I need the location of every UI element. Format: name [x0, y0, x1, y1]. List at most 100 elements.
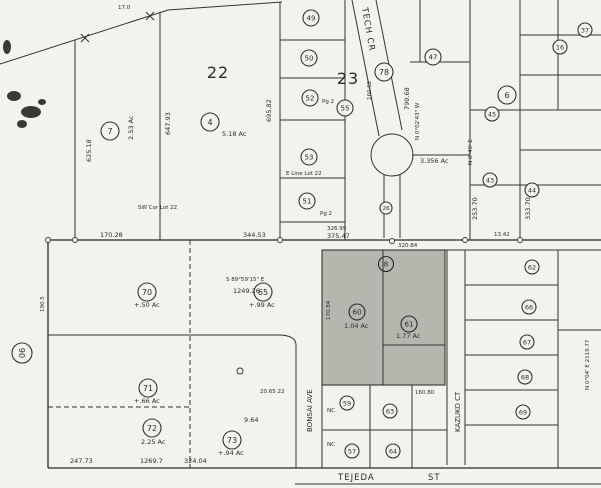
parcel-44-number: 44: [528, 186, 536, 194]
bearing-n004e: N 0°04' E 2119.77: [585, 339, 591, 390]
dim-695-82: 695.82: [265, 99, 273, 122]
parcel-47-number: 47: [429, 54, 438, 62]
dim-375-47: 375.47: [327, 232, 350, 240]
parcel-62-marker: 62: [524, 259, 540, 275]
parcel-60-number: 60: [353, 309, 362, 317]
parcel-16-marker: 16: [552, 39, 568, 55]
parcel-69-number: 69: [519, 408, 527, 416]
section-number-23: 23: [337, 69, 359, 88]
parcel-72-number: 72: [147, 424, 157, 433]
dim-333-70: 333.70: [524, 197, 532, 220]
parcel-65-marker: 65: [253, 282, 273, 302]
dim-190-5: 190.5: [40, 296, 46, 312]
parcel-55-marker: 55: [336, 99, 354, 117]
parcel-8-marker: 8: [377, 255, 395, 273]
south-lot-lines: [321, 385, 447, 468]
parcel-73-number: 73: [227, 436, 237, 445]
acreage-lot72: 2.25 Ac: [141, 438, 166, 446]
parcel-26-marker: 26: [379, 201, 393, 215]
parcel-63-marker: 63: [382, 403, 398, 419]
parcel-66-number: 66: [525, 303, 533, 311]
note-nc-lower: NC: [327, 442, 335, 448]
acreage-lot60: 1.04 Ac: [344, 322, 369, 330]
parcel-71-marker: 71: [138, 378, 158, 398]
parcel-49-number: 49: [307, 15, 316, 23]
parcel-37-number: 37: [581, 26, 589, 34]
note-pg2-upper: Pg 2: [322, 99, 334, 105]
dim-326-99: 326.99: [327, 226, 347, 232]
parcel-71-number: 71: [143, 384, 153, 393]
dim-253-70: 253.70: [471, 197, 479, 220]
acreage-lot70: +.50 Ac: [134, 301, 160, 309]
bearing-labels: S 89°59'15" E N 0°02'43" W N 0°45' E N 0…: [226, 102, 591, 390]
parcel-50-number: 50: [305, 55, 314, 63]
note-pg2-lower: Pg 2: [320, 211, 332, 217]
dimension-labels: 625.18 647.93 695.82 160.62 790.68 253.7…: [40, 5, 532, 465]
parcel-78-marker: 78: [374, 62, 394, 82]
dim-320-84: 320.84: [398, 243, 418, 249]
dim-170-28: 170.28: [100, 231, 123, 239]
note-labels: SW Cor Lot 22 E Line Lot 22 Pg 2 Pg 2 NC…: [138, 99, 335, 448]
street-label-kazuko-ct: KAZUKO CT: [454, 391, 462, 432]
dim-247-73: 247.73: [70, 457, 93, 465]
parcel-markers: 7 4 90 49 50 52 55 53 51 78 47 26 37 16 …: [11, 9, 593, 459]
dim-625-18: 625.18: [85, 139, 93, 162]
acreage-lot73: +.94 Ac: [218, 449, 244, 457]
parcel-37-marker: 37: [577, 22, 593, 38]
parcel-65-number: 65: [258, 288, 268, 297]
parcel-66-marker: 66: [521, 299, 537, 315]
parcel-52-number: 52: [306, 95, 315, 103]
parcel-7-number: 7: [107, 127, 112, 136]
parcel-57-marker: 57: [344, 443, 360, 459]
note-e-line-lot22: E Line Lot 22: [286, 171, 322, 177]
parcel-64-marker: 64: [385, 443, 401, 459]
parcel-50-marker: 50: [300, 49, 318, 67]
parcel-51-marker: 51: [298, 192, 316, 210]
acreage-lot7: 2.53 Ac: [127, 115, 135, 140]
parcel-90-number: 90: [17, 348, 26, 358]
parcel-43-marker: 43: [482, 172, 498, 188]
acreage-lot61: 1.77 Ac: [396, 332, 421, 340]
shaded-parcel: [321, 249, 446, 386]
parcel-68-marker: 68: [517, 369, 533, 385]
bearing-n045e: N 0°45' E: [468, 139, 474, 165]
dim-324-04: 324.04: [184, 457, 207, 465]
acreage-lot71: +.66 Ac: [134, 397, 160, 405]
parcel-57-number: 57: [348, 447, 356, 455]
bearing-s895915e: S 89°59'15" E: [226, 277, 265, 283]
parcel-43-number: 43: [486, 176, 494, 184]
acreage-lot65: +.99 Ac: [249, 301, 275, 309]
parcel-26-number: 26: [383, 206, 390, 212]
parcel-59-number: 59: [343, 399, 351, 407]
parcel-49-marker: 49: [302, 9, 320, 27]
parcel-52-marker: 52: [301, 89, 319, 107]
parcel-63-number: 63: [386, 407, 394, 415]
dim-17-0: 17.0: [118, 5, 131, 11]
parcel-69-marker: 69: [515, 404, 531, 420]
parcel-51-number: 51: [303, 198, 312, 206]
parcel-78-number: 78: [379, 68, 389, 77]
parcel-60-marker: 60: [348, 303, 366, 321]
parcel-45-marker: 45: [484, 106, 500, 122]
dim-20-65: 20.65 22: [260, 389, 285, 395]
bearing-n00243w: N 0°02'43" W: [415, 102, 421, 140]
parcel-67-marker: 67: [519, 334, 535, 350]
parcel-70-number: 70: [142, 288, 152, 297]
parcel-53-number: 53: [305, 154, 314, 162]
parcel-67-number: 67: [523, 338, 531, 346]
parcel-61-marker: 61: [400, 315, 418, 333]
parcel-16-number: 16: [556, 43, 564, 51]
parcel-90-marker: 90: [11, 342, 33, 364]
section-number-22: 22: [207, 63, 229, 82]
parcel-61-number: 61: [405, 321, 414, 329]
parcel-45-number: 45: [488, 110, 496, 118]
acreage-labels: 2.53 Ac 5.18 Ac 3.356 Ac +.50 Ac +.99 Ac…: [127, 115, 449, 457]
parcel-6-number: 6: [504, 91, 509, 100]
dim-13-42: 13.42: [494, 232, 510, 238]
parcel-72-marker: 72: [142, 418, 162, 438]
dim-790-68: 790.68: [403, 87, 411, 110]
street-label-tech-cr: TECH CR: [359, 6, 377, 52]
